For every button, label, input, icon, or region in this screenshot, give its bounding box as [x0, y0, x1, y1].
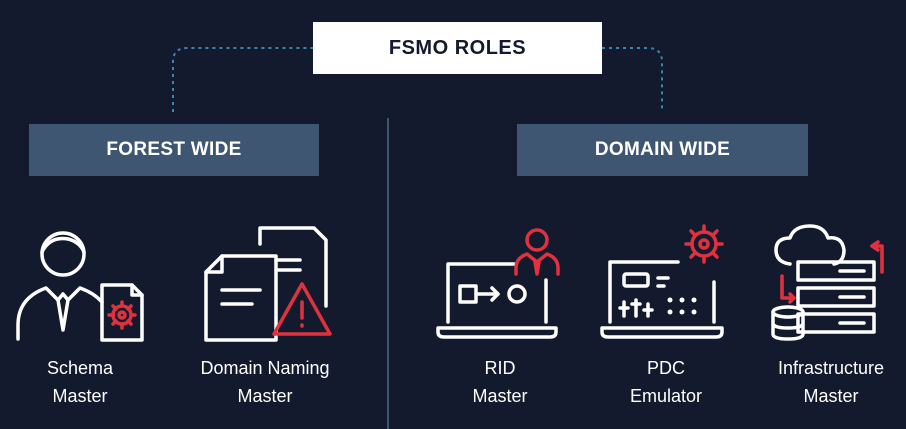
pdc-emulator-label: PDC Emulator [586, 354, 746, 410]
role-label-line2: Master [237, 386, 293, 406]
domain-naming-master-label: Domain Naming Master [180, 354, 350, 410]
role-label-line1: Domain Naming [200, 358, 330, 378]
role-label-line1: RID [484, 358, 516, 378]
cloud-servers-icon [771, 224, 884, 341]
fsmo-roles-title: FSMO ROLES [313, 22, 602, 74]
role-label-line2: Master [803, 386, 859, 406]
control-panel-gear-icon [600, 224, 724, 339]
rid-master-label: RID Master [420, 354, 580, 410]
role-label-line1: Schema [46, 358, 114, 378]
schema-master-label: Schema Master [0, 354, 160, 410]
documents-warning-icon [204, 226, 332, 342]
domain-wide-header: DOMAIN WIDE [517, 124, 808, 176]
role-label-line2: Master [472, 386, 528, 406]
forest-wide-header: FOREST WIDE [29, 124, 319, 176]
role-label-line1: Infrastructure [777, 358, 885, 378]
role-label-line2: Emulator [629, 386, 703, 406]
user-gear-document-icon [16, 231, 144, 342]
laptop-user-icon [436, 228, 560, 339]
role-label-line1: PDC [646, 358, 685, 378]
infrastructure-master-label: Infrastructure Master [756, 354, 906, 410]
role-label-line2: Master [52, 386, 108, 406]
